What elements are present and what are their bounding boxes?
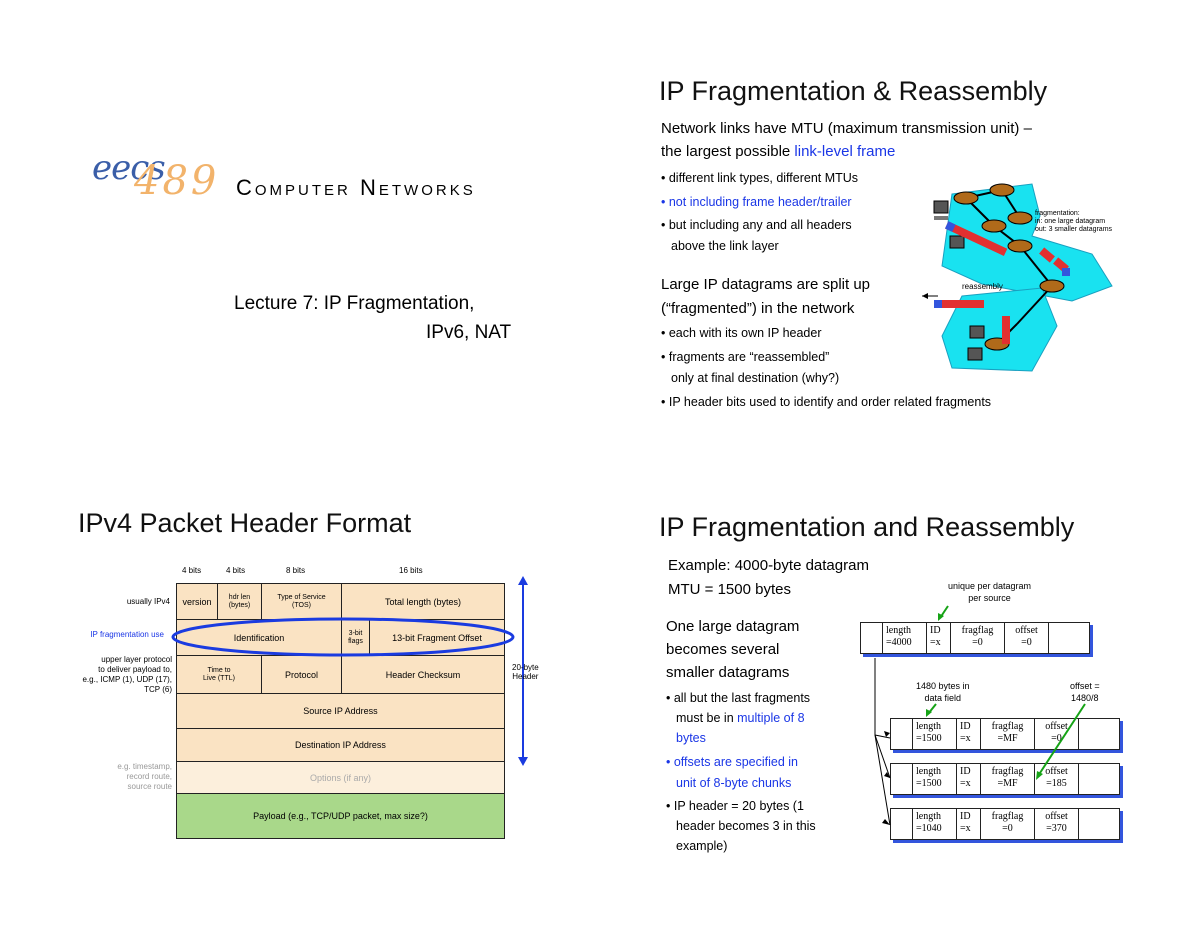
one-large-line2: becomes several: [666, 641, 780, 658]
label-options-examples: e.g. timestamp, record route, source rou…: [117, 762, 172, 791]
label-usually-ipv4: usually IPv4: [126, 597, 170, 606]
bullet-multiple-line2: must be in multiple of 8: [676, 711, 805, 725]
field-payload: Payload (e.g., TCP/UDP packet, max size?…: [176, 793, 505, 839]
label-fragmentation-use: IP fragmentation use: [90, 630, 164, 639]
bullet-header-line3: example): [676, 839, 728, 853]
bullet-header-bits: IP header bits used to identify and orde…: [661, 395, 991, 409]
field-destination-ip: Destination IP Address: [176, 728, 505, 762]
bullet-offsets-line1: offsets are specified in: [666, 755, 798, 769]
lecture-title-line2: IPv6, NAT: [426, 322, 512, 343]
lecture-title-line1: Lecture 7: IP Fragmentation,: [234, 293, 475, 314]
bullet-frame-header: not including frame header/trailer: [661, 195, 852, 209]
fragment-arrows: [874, 605, 1086, 826]
field-total-length: Total length (bytes): [341, 583, 505, 620]
slide-title: IP Fragmentation & Reassembly: [659, 76, 1048, 106]
bullet-headers-line1: but including any and all headers: [661, 218, 852, 232]
fragmentation-row-highlight: [171, 617, 515, 657]
mtu-text-line2: the largest possible link-level frame: [661, 143, 896, 160]
bullet-multiple-line3: bytes: [676, 731, 706, 745]
field-checksum: Header Checksum: [341, 655, 505, 694]
fragment-2: length=1500 ID=x fragflag=MF offset=185: [890, 763, 1120, 795]
large-datagram-line2: (“fragmented”) in the network: [661, 300, 855, 317]
large-datagram-line1: Large IP datagrams are split up: [661, 276, 871, 293]
bullet-headers-line2: above the link layer: [671, 239, 779, 253]
header-span-arrow: [518, 576, 528, 766]
field-fragment-offset: 13-bit Fragment Offset: [369, 619, 505, 656]
example-line1: Example: 4000-byte datagram: [668, 557, 869, 574]
bullet-header-line1: IP header = 20 bytes (1: [666, 799, 804, 813]
mtu-text-line1: Network links have MTU (maximum transmis…: [661, 120, 1032, 137]
bullet-reassembled-line2: only at final destination (why?): [671, 371, 840, 385]
bullet-reassembled-line1: fragments are “reassembled”: [661, 350, 829, 364]
course-logo-number: 489: [134, 158, 220, 204]
bits-label-tos: 8 bits: [286, 566, 306, 575]
fragment-1: length=1500 ID=x fragflag=MF offset=0: [890, 718, 1120, 750]
diagram-label-reassembly: reassembly: [962, 282, 1003, 291]
bullet-header-line2: header becomes 3 in this: [676, 819, 816, 833]
fragment-3: length=1040 ID=x fragflag=0 offset=370: [890, 808, 1120, 840]
field-options: Options (if any): [176, 761, 505, 794]
bullet-multiple-line1: all but the last fragments: [666, 691, 810, 705]
example-line2: MTU = 1500 bytes: [668, 581, 791, 598]
bits-label-version: 4 bits: [182, 566, 202, 575]
original-datagram: length=4000 ID=x fragflag=0 offset=0: [860, 622, 1090, 654]
bits-label-hdrlen: 4 bits: [226, 566, 246, 575]
course-logo-eecs: eecs: [92, 148, 166, 188]
one-large-line1: One large datagram: [666, 618, 800, 635]
fragmentation-network-diagram: [922, 183, 1113, 372]
diagram-label-fragmentation: fragmentation: in: one large datagram ou…: [1035, 210, 1113, 233]
bullet-offsets-line2: unit of 8-byte chunks: [676, 776, 792, 790]
label-upper-layer: upper layer protocol to deliver payload …: [82, 655, 172, 694]
slide-title: IP Fragmentation and Reassembly: [659, 512, 1075, 542]
one-large-line3: smaller datagrams: [666, 664, 790, 681]
course-name: Computer Networks: [236, 175, 476, 200]
bullet-own-header: each with its own IP header: [661, 326, 822, 340]
bullet-link-types: different link types, different MTUs: [661, 171, 858, 185]
slide-title: IPv4 Packet Header Format: [78, 508, 412, 538]
bits-label-length: 16 bits: [399, 566, 423, 575]
offset-note: offset =1480/8: [1070, 681, 1100, 703]
field-source-ip: Source IP Address: [176, 693, 505, 729]
field-version: version: [176, 583, 218, 620]
